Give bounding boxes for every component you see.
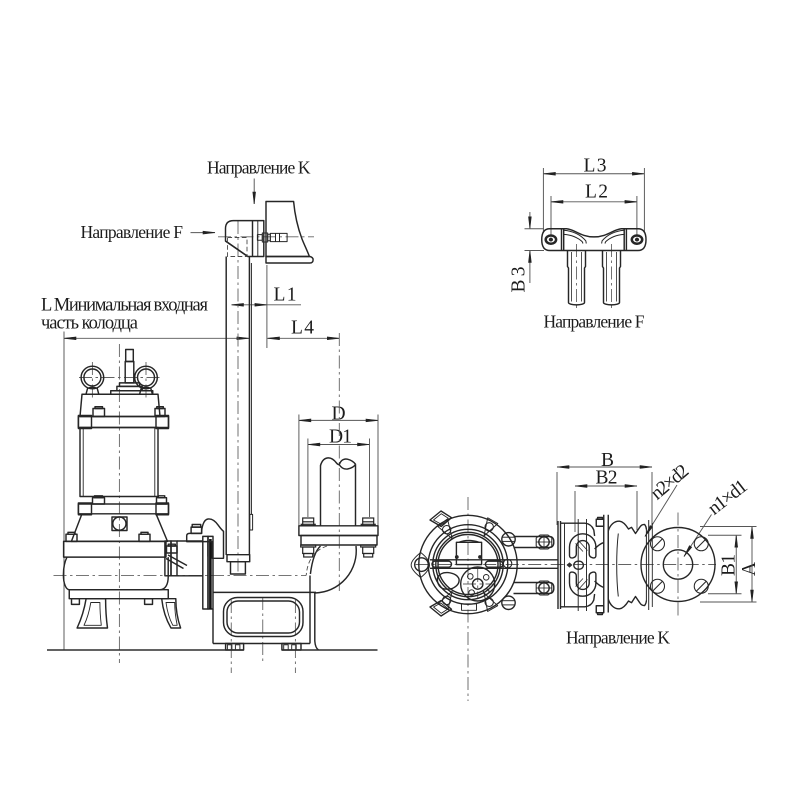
svg-text:B3: B3 [509,267,530,293]
svg-text:L4: L4 [291,318,314,339]
svg-text:B2: B2 [596,468,618,489]
svg-text:Направление K: Направление K [207,158,311,178]
svg-text:L Минимальная входная: L Минимальная входная [41,296,208,316]
svg-text:D: D [332,404,346,425]
svg-text:Направление K: Направление K [566,628,670,648]
svg-text:A: A [739,562,760,576]
svg-text:n2×d2: n2×d2 [647,461,693,505]
svg-text:Направление F: Направление F [544,312,645,332]
svg-text:L2: L2 [585,182,608,203]
svg-text:Направление F: Направление F [81,222,184,242]
svg-text:n1×d1: n1×d1 [704,476,752,520]
svg-text:D1: D1 [329,427,352,448]
svg-text:L3: L3 [584,156,607,177]
svg-text:L1: L1 [274,285,297,306]
svg-text:B1: B1 [719,554,740,576]
svg-text:часть колодца: часть колодца [41,314,138,334]
